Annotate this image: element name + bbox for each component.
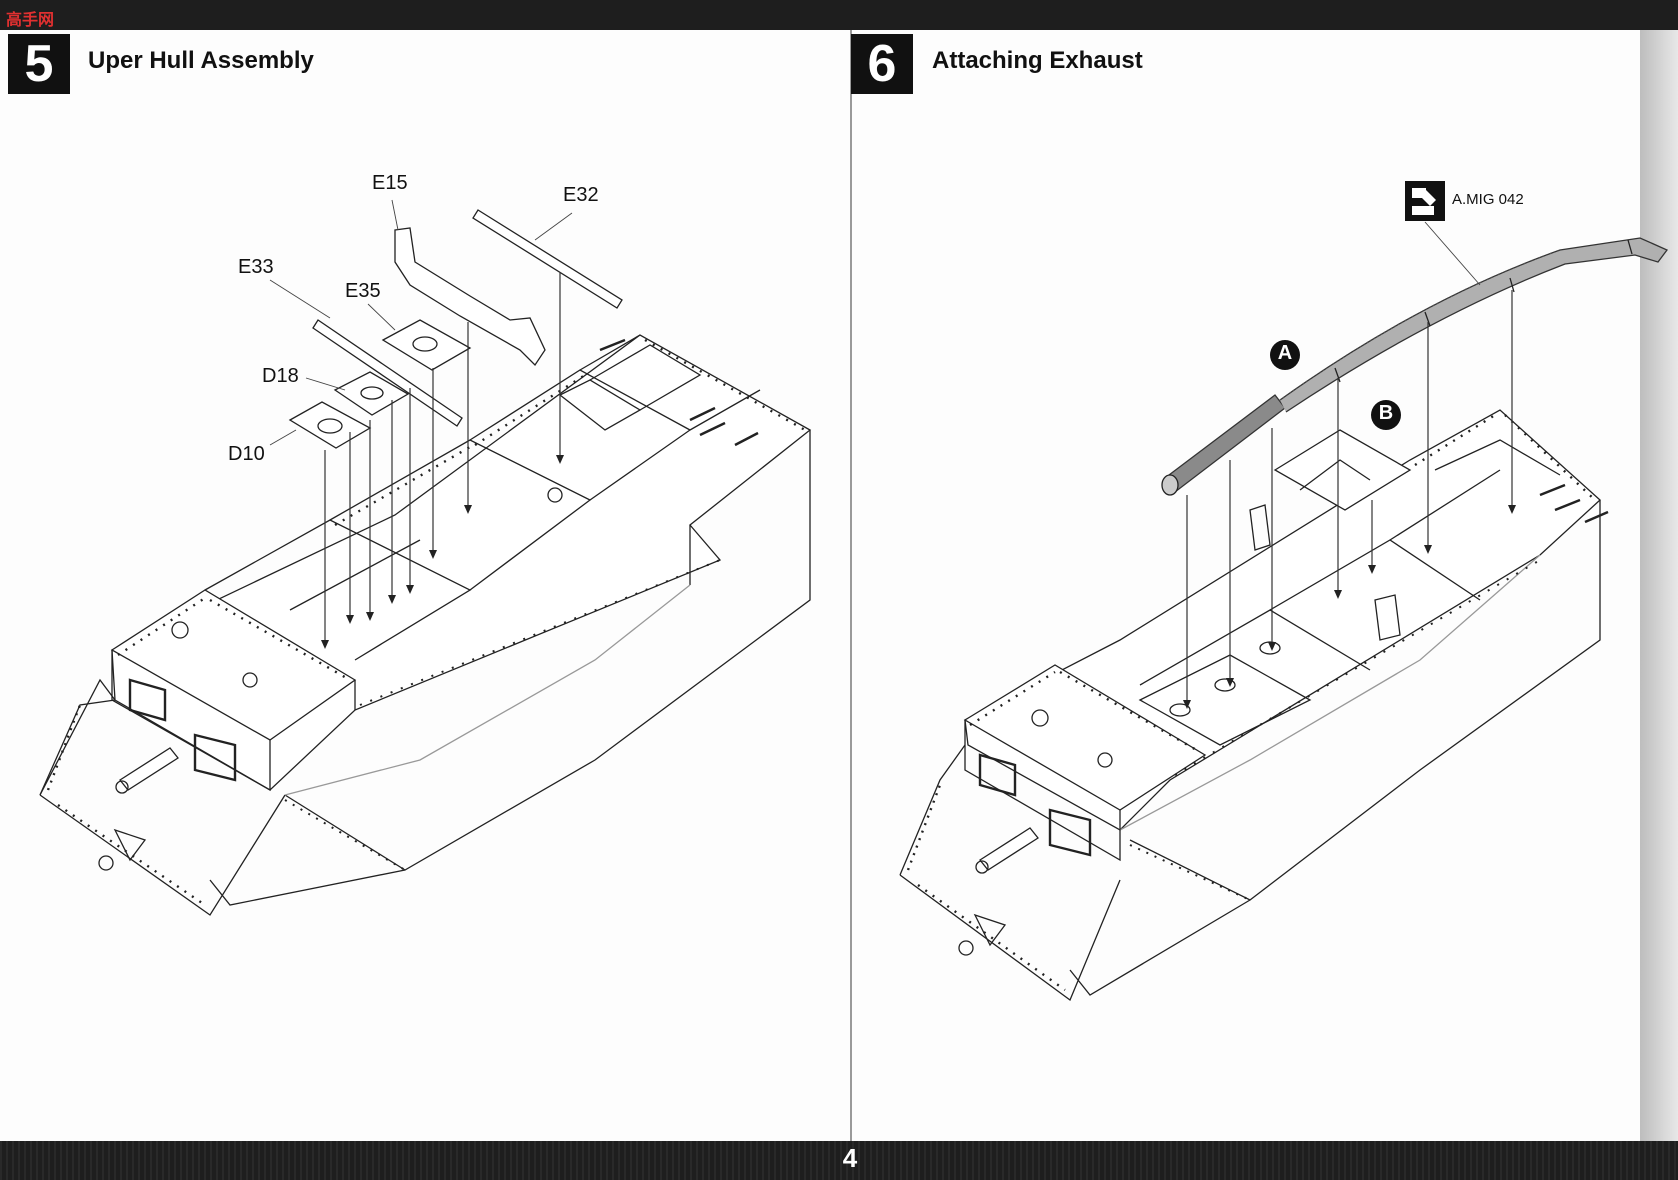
hull-step6 <box>899 409 1609 1002</box>
part-label-e35: E35 <box>345 280 381 302</box>
exhaust-pipe <box>1161 237 1669 496</box>
part-label-e32: E32 <box>563 184 599 206</box>
paint-icon <box>1405 181 1445 221</box>
callout-a-label: A <box>1277 342 1293 364</box>
step5-number: 5 <box>8 34 70 94</box>
callout-a <box>1270 340 1300 370</box>
part-label-d18: D18 <box>262 365 299 387</box>
paint-reference-label: A.MIG 042 <box>1452 191 1524 208</box>
part-label-e33: E33 <box>238 256 274 278</box>
callout-b <box>1371 400 1401 430</box>
callout-b-label: B <box>1378 402 1394 424</box>
part-label-d10: D10 <box>228 443 265 465</box>
watermark-logo: 高手网 <box>6 12 55 29</box>
top-band <box>0 0 1678 30</box>
page-edge-right <box>1640 30 1678 1141</box>
hull-step5 <box>39 334 812 916</box>
part-label-e15: E15 <box>372 172 408 194</box>
step6-number: 6 <box>851 34 913 94</box>
step6-title: Attaching Exhaust <box>932 47 1143 74</box>
bottom-band <box>0 1141 1678 1180</box>
parts-step5 <box>288 209 623 449</box>
step5-title: Uper Hull Assembly <box>88 47 314 74</box>
page-spine <box>850 30 852 1141</box>
page-number: 4 <box>842 1143 858 1173</box>
